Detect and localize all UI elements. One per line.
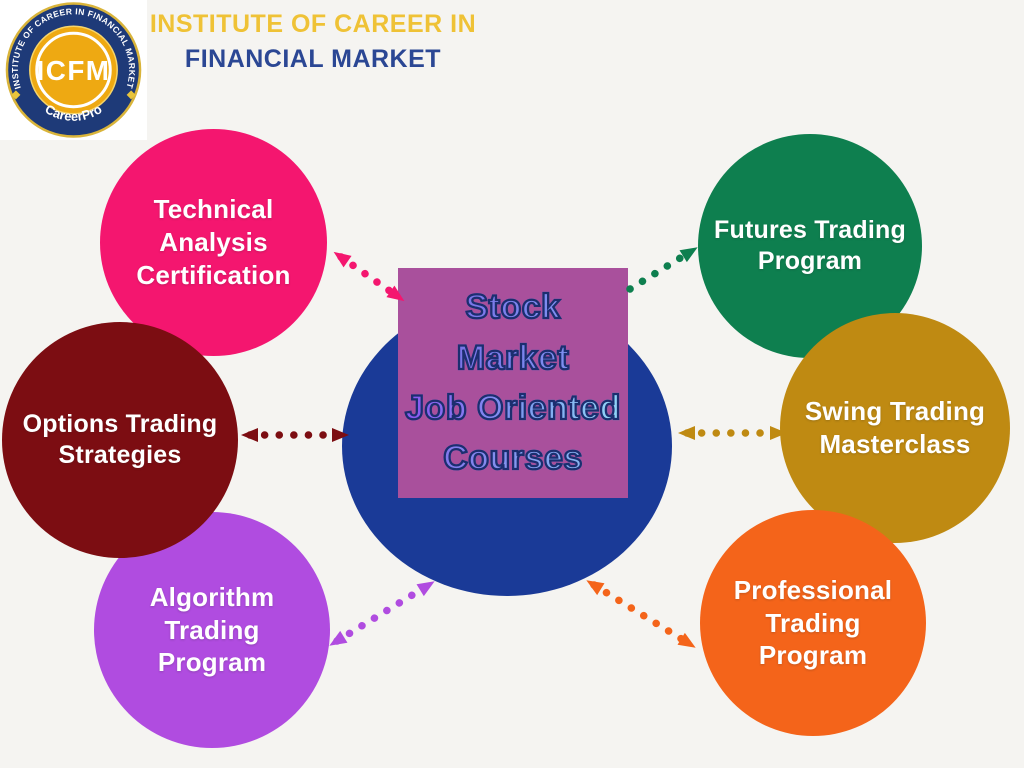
course-label: Algorithm Trading Program [149,581,275,678]
course-label: Options Trading Strategies [22,409,218,470]
course-circle-options-trading-strategies: Options Trading Strategies [2,322,238,558]
center-title-panel: Stock Market Job Oriented Courses [398,268,628,498]
icfm-logo: INSTITUTE OF CAREER IN FINANCIAL MARKET … [5,2,142,138]
page-title-line2: FINANCIAL MARKET [184,45,442,73]
center-title-line: Courses [442,433,583,483]
page-title: INSTITUTE OF CAREER IN FINANCIAL MARKET [148,10,478,74]
center-title-line: Job Oriented [404,383,622,433]
page-title-line1: INSTITUTE OF CAREER IN [149,10,477,38]
arrow-technical [333,251,405,302]
logo-box: INSTITUTE OF CAREER IN FINANCIAL MARKET … [0,0,147,140]
center-title-line: Market [456,333,570,383]
course-label: Futures Trading Program [714,215,906,276]
logo-tagline: CareerPro [43,101,105,124]
course-label: Swing Trading Masterclass [804,396,986,459]
course-label: Technical Analysis Certification [136,194,291,290]
course-label: Professional Trading Program [733,574,893,671]
arrow-futures [626,247,698,293]
arrow-algorithm [329,581,435,646]
course-circle-algorithm-trading-program: Algorithm Trading Program [94,512,330,748]
center-title-line: Stock [464,282,561,332]
course-circle-futures-trading-program: Futures Trading Program [698,134,922,358]
course-circle-swing-trading-masterclass: Swing Trading Masterclass [780,313,1010,543]
arrow-professional [586,580,696,648]
logo-diamond-right [126,90,136,100]
logo-white-ring [35,31,112,109]
logo-acronym: ICFM [37,55,111,86]
course-circle-technical-analysis-certification: Technical Analysis Certification [100,129,327,356]
course-circle-professional-trading-program: Professional Trading Program [700,510,926,736]
